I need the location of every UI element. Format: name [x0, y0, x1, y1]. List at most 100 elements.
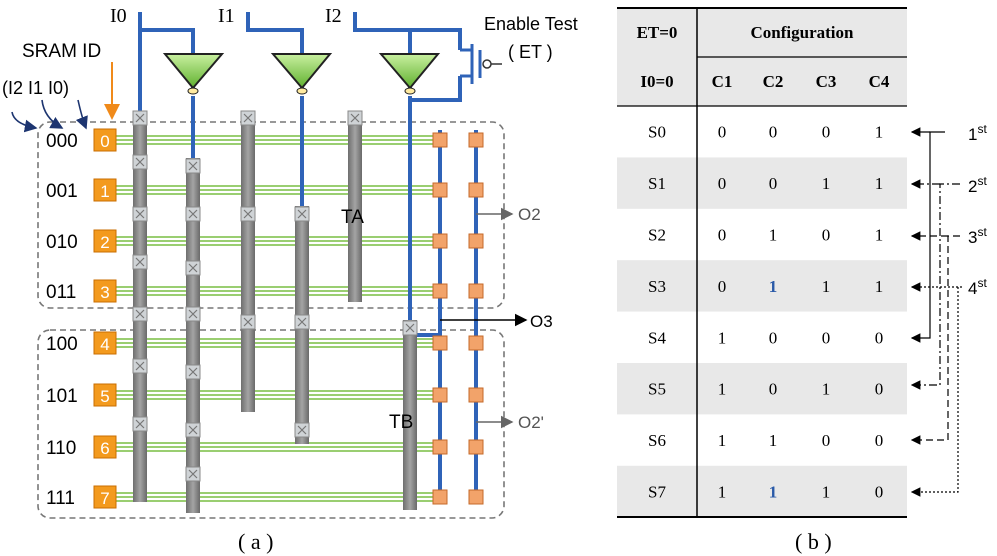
sram-id: 1 [100, 182, 109, 201]
config-cell: 0 [822, 123, 831, 142]
sram-id: 5 [100, 387, 109, 406]
caption-b: ( b ) [795, 529, 832, 554]
config-cell: 1 [875, 123, 884, 142]
config-cell: 1 [822, 277, 831, 296]
select-bars [133, 112, 417, 513]
output-columns [432, 130, 484, 505]
column-header: C2 [763, 72, 784, 91]
switch-boxes [132, 110, 418, 482]
buffer-i0 [162, 53, 225, 90]
order-connectors [910, 127, 962, 497]
row-state: S7 [648, 483, 666, 502]
sram-cell [93, 128, 117, 152]
sram-cell [93, 435, 117, 459]
config-cell: 1 [718, 380, 727, 399]
config-cell: 1 [875, 226, 884, 245]
row-lines [112, 135, 440, 502]
config-cell: 1 [875, 174, 884, 193]
config-cell: 0 [718, 123, 727, 142]
order-label: 4st [968, 276, 987, 298]
row-address: 010 [46, 232, 78, 253]
config-cell: 0 [875, 431, 884, 450]
row-address: 111 [46, 488, 75, 509]
output-node [468, 439, 484, 455]
output-node [468, 182, 484, 198]
row-address: 101 [46, 386, 78, 407]
output-o2-prime: O2' [518, 413, 544, 432]
row-address: 011 [46, 282, 76, 303]
config-cell: 0 [769, 174, 778, 193]
row-state: S3 [648, 277, 666, 296]
header-et: ET=0 [637, 23, 678, 42]
buffer-i2 [378, 53, 441, 90]
transistor-gate [482, 59, 492, 69]
config-cell: 1 [769, 431, 778, 450]
column-header: C1 [712, 72, 733, 91]
config-cell: 0 [769, 328, 778, 347]
row-state: S1 [648, 174, 666, 193]
config-cell: 0 [875, 483, 884, 502]
output-node [468, 387, 484, 403]
row-state: S6 [648, 431, 666, 450]
config-cell: 1 [875, 277, 884, 296]
config-cell: 1 [718, 483, 727, 502]
sram-cell [93, 331, 117, 355]
caption-a: ( a ) [238, 529, 273, 554]
label-i2: I2 [325, 5, 342, 27]
config-cell: 0 [718, 226, 727, 245]
row-address: 100 [46, 334, 78, 355]
config-cell: 0 [769, 123, 778, 142]
row-address: 110 [46, 438, 76, 459]
output-node [432, 489, 448, 505]
buffer-i1 [270, 53, 333, 90]
sram-id: 2 [100, 233, 109, 252]
column-header: C4 [869, 72, 890, 91]
output-node [432, 387, 448, 403]
config-cell: 0 [822, 431, 831, 450]
enable-test-label: Enable Test [484, 14, 578, 34]
output-node [432, 132, 448, 148]
sram-cell [93, 229, 117, 253]
sram-cell [93, 383, 117, 407]
output-node [468, 233, 484, 249]
sram-cell [93, 279, 117, 303]
config-cell: 0 [718, 277, 727, 296]
row-state: S0 [648, 123, 666, 142]
sram-id: 3 [100, 283, 109, 302]
config-cell: 1 [769, 226, 778, 245]
label-i0: I0 [110, 5, 127, 27]
output-node [468, 489, 484, 505]
config-cell: 0 [875, 328, 884, 347]
output-o2: O2 [518, 205, 541, 224]
ta-label: TA [341, 207, 364, 228]
sram-cell [93, 178, 117, 202]
config-cell: 1 [822, 174, 831, 193]
order-label: 1st [968, 122, 987, 144]
config-cell: 1 [822, 483, 831, 502]
config-cell: 0 [822, 328, 831, 347]
row-address: 000 [46, 131, 78, 152]
output-o3: O3 [530, 312, 553, 331]
config-cell: 1 [718, 328, 727, 347]
enable-test-sub: ( ET ) [508, 42, 553, 62]
output-node [468, 283, 484, 299]
enable-transistor [460, 44, 482, 84]
config-cell: 0 [769, 380, 778, 399]
config-cell: 1 [718, 431, 727, 450]
output-node [468, 335, 484, 351]
row-state: S4 [648, 328, 666, 347]
output-node [432, 335, 448, 351]
header-i0: I0=0 [640, 72, 673, 91]
order-label: 3st [968, 225, 987, 247]
config-cell: 1 [769, 483, 778, 502]
label-i1: I1 [218, 5, 235, 27]
sram-id: 7 [100, 489, 109, 508]
config-cell: 0 [718, 174, 727, 193]
order-label: 2st [968, 174, 987, 196]
sram-axis-label: (I2 I1 I0) [2, 78, 69, 98]
sram-id: 4 [100, 335, 109, 354]
config-cell: 1 [822, 380, 831, 399]
